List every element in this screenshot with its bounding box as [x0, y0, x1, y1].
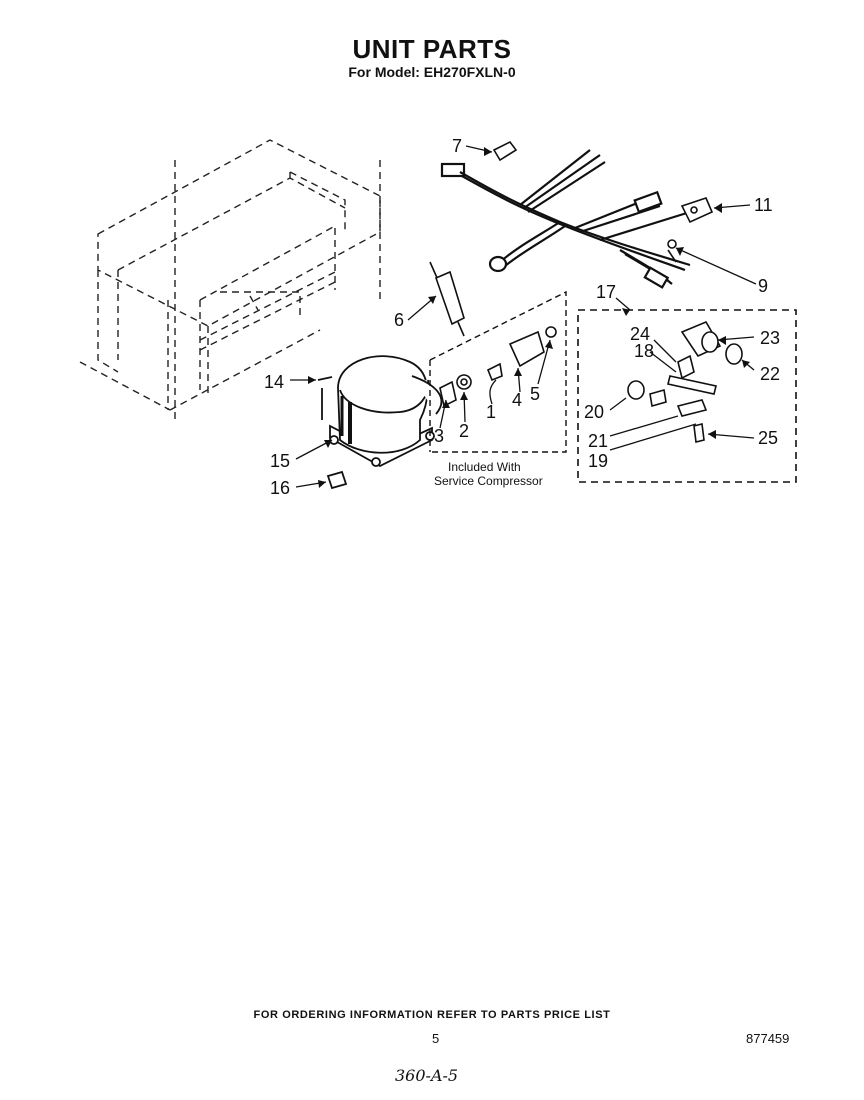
callout-3: 3 [434, 426, 444, 446]
harness-clip-part-7 [492, 140, 518, 162]
model-subtitle: For Model: EH270FXLN-0 [348, 64, 516, 80]
connector-part-11 [680, 197, 714, 224]
page-title: UNIT PARTS [352, 34, 512, 64]
callout-24: 24 [630, 324, 650, 344]
callout-22: 22 [760, 364, 780, 384]
callout-23: 23 [760, 328, 780, 348]
leader-arrowheads [308, 147, 750, 488]
unit-parts-diagram: 7 11 9 6 17 24 18 23 22 20 21 19 25 14 1… [79, 136, 797, 498]
callout-18: 18 [634, 341, 654, 361]
callout-labels: 7 11 9 6 17 24 18 23 22 20 21 19 25 14 1… [264, 136, 780, 498]
page-number: 5 [432, 1031, 440, 1046]
callout-15: 15 [270, 451, 290, 471]
callout-5: 5 [530, 384, 540, 404]
compressor [317, 355, 443, 490]
callout-16: 16 [270, 478, 290, 498]
callout-17: 17 [596, 282, 616, 302]
screw-part-9 [667, 239, 677, 263]
callout-7: 7 [452, 136, 462, 156]
overload-relay-group-17 [577, 309, 797, 483]
callout-2: 2 [459, 421, 469, 441]
document-number: 877459 [746, 1031, 790, 1046]
ordering-info: FOR ORDERING INFORMATION REFER TO PARTS … [253, 1009, 611, 1021]
drier-part-6 [429, 261, 465, 337]
callout-1: 1 [486, 402, 496, 422]
service-parts [439, 326, 557, 408]
wiring-harness [440, 149, 691, 289]
callout-6: 6 [394, 310, 404, 330]
callout-14: 14 [264, 372, 284, 392]
leader-lines [290, 145, 757, 488]
caption-line-2: Service Compressor [434, 474, 543, 488]
callout-25: 25 [758, 428, 778, 448]
callout-20: 20 [584, 402, 604, 422]
cabinet-outline [79, 139, 381, 420]
callout-19: 19 [588, 451, 608, 471]
handwritten-note: 360-A-5 [395, 1066, 459, 1085]
caption-line-1: Included With [448, 460, 521, 474]
callout-4: 4 [512, 390, 522, 410]
callout-21: 21 [588, 431, 608, 451]
callout-11: 11 [754, 195, 773, 215]
callout-9: 9 [758, 276, 768, 296]
service-compressor-group [429, 290, 567, 453]
